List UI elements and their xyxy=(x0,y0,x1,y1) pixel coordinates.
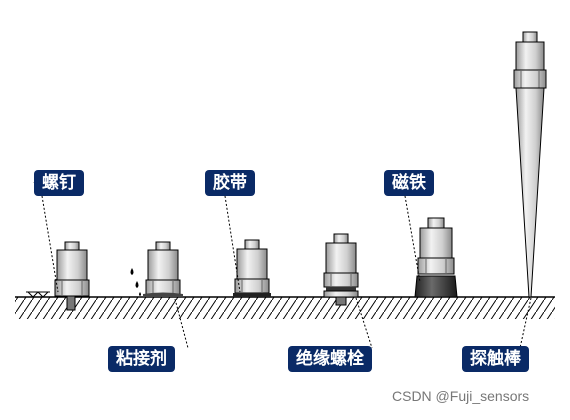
sensor-insulated-stud-mount xyxy=(323,233,359,306)
sensor-tape-mount xyxy=(233,239,271,297)
label-probe: 探触棒 xyxy=(462,346,529,372)
watermark: CSDN @Fuji_sensors xyxy=(392,388,530,404)
label-magnet: 磁铁 xyxy=(384,170,434,196)
leader-lines xyxy=(41,195,532,349)
label-insulated-stud: 绝缘螺栓 xyxy=(288,346,372,372)
sensor-screw-mount xyxy=(26,241,90,311)
sensor-probe-mount xyxy=(513,31,547,298)
label-tape: 胶带 xyxy=(205,170,255,196)
label-adhesive: 粘接剂 xyxy=(108,346,175,372)
sensor-magnet-mount xyxy=(414,217,458,298)
label-screw: 螺钉 xyxy=(34,170,84,196)
sensor-adhesive-mount xyxy=(130,241,183,297)
ground-surface xyxy=(15,296,555,319)
